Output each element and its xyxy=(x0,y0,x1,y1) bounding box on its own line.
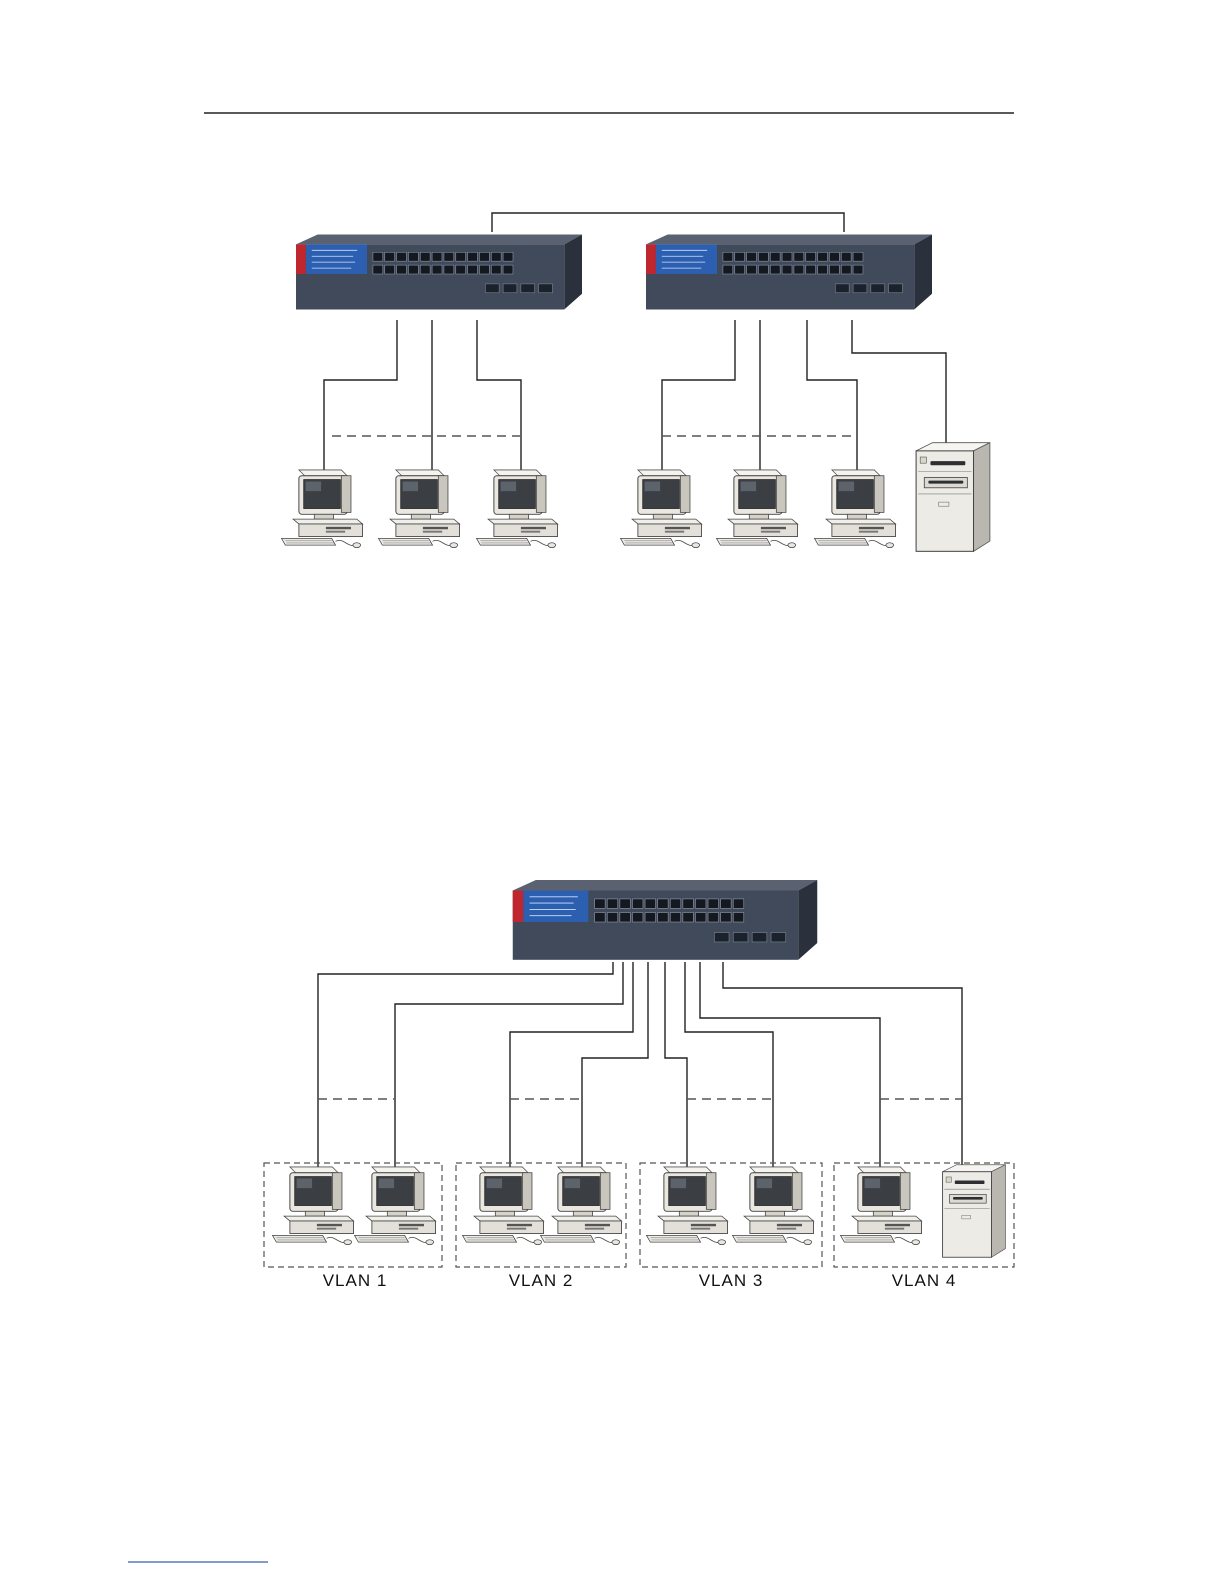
wire xyxy=(395,962,623,1172)
server xyxy=(916,443,990,552)
wire xyxy=(852,320,946,448)
figure-2: VLAN 1 VLAN 2 VLAN 3 VLAN 4 xyxy=(264,880,1014,1290)
workstation xyxy=(463,1167,544,1245)
wire xyxy=(582,962,648,1172)
switch xyxy=(646,235,932,310)
wire xyxy=(723,962,962,1174)
wire xyxy=(477,320,521,482)
workstation xyxy=(541,1167,622,1245)
workstation xyxy=(621,470,702,548)
workstation xyxy=(841,1167,922,1245)
wire xyxy=(324,320,397,482)
figure-1 xyxy=(282,213,990,551)
workstation xyxy=(477,470,558,548)
workstation xyxy=(282,470,363,548)
workstation xyxy=(717,470,798,548)
wire xyxy=(662,320,735,482)
workstation xyxy=(815,470,896,548)
wire xyxy=(318,962,613,1172)
wire xyxy=(665,962,687,1172)
uplink-wire xyxy=(492,213,844,232)
workstation xyxy=(647,1167,728,1245)
server xyxy=(943,1165,1006,1258)
vlan-2-label: VLAN 2 xyxy=(509,1271,574,1290)
wire xyxy=(807,320,857,482)
switch xyxy=(513,880,818,960)
vlan-4-label: VLAN 4 xyxy=(892,1271,957,1290)
workstation xyxy=(379,470,460,548)
figure-2-wires xyxy=(318,962,962,1174)
wire xyxy=(700,962,880,1172)
vlan-1-label: VLAN 1 xyxy=(323,1271,388,1290)
workstation xyxy=(273,1167,354,1245)
workstation xyxy=(355,1167,436,1245)
workstation xyxy=(733,1167,814,1245)
wire xyxy=(510,962,633,1172)
wire xyxy=(685,962,773,1172)
switch xyxy=(296,235,582,310)
vlan-3-label: VLAN 3 xyxy=(699,1271,764,1290)
